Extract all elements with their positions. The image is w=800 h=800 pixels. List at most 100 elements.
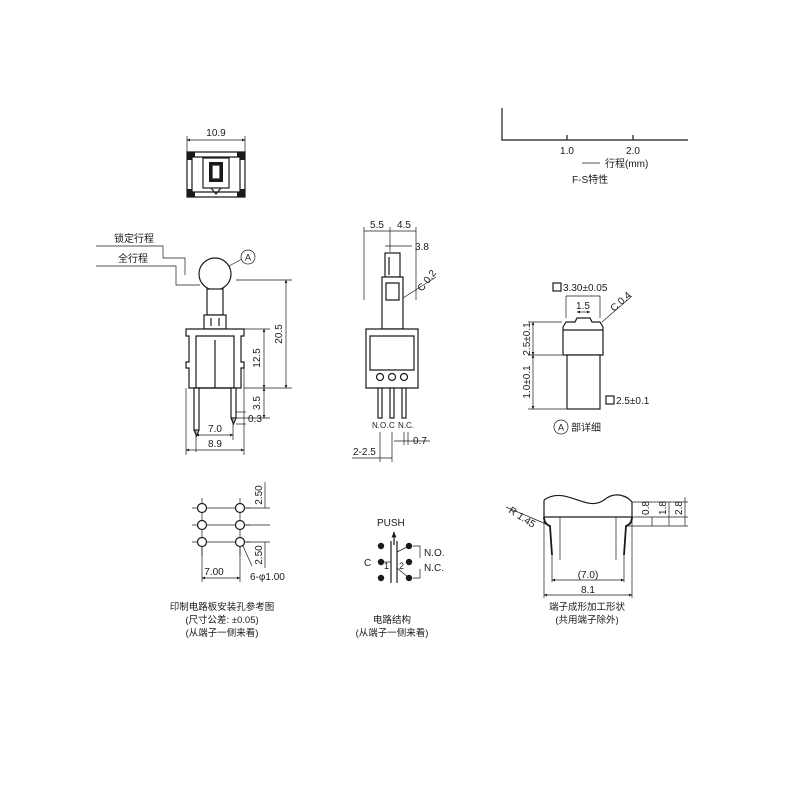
detail-a-letter: A xyxy=(558,423,564,433)
pcb-hole xyxy=(234,502,246,514)
label-full-stroke: 全行程 xyxy=(118,252,148,265)
button-cap xyxy=(198,257,232,291)
detail-a-leader xyxy=(228,258,243,267)
plunger-collar xyxy=(203,314,227,330)
detail-a-marker xyxy=(240,249,256,265)
pcb-hole xyxy=(234,536,246,548)
pin-label-nc: N.C. xyxy=(398,421,414,430)
top-view: 10.9 xyxy=(186,128,246,198)
side-terminal xyxy=(387,372,397,382)
dim-pin-spacing: 2-2.5 xyxy=(353,447,376,458)
front-pin-left xyxy=(193,387,200,431)
terminal-caption-1: 端子成形加工形状 xyxy=(549,601,626,613)
detail-caption: 部详细 xyxy=(571,421,601,434)
dim-top-width: 10.9 xyxy=(206,128,226,139)
graph-x-label: 行程(mm) xyxy=(605,157,648,170)
pcb-hole xyxy=(196,519,208,531)
pcb-hole xyxy=(234,519,246,531)
side-pin-nc xyxy=(401,387,407,419)
pin-tip xyxy=(230,417,237,426)
pin-label-no: N.O. xyxy=(372,421,388,430)
detail-height-upper: 2.5±0.1 xyxy=(522,322,533,356)
leader-lock xyxy=(96,245,186,275)
circuit-label-c: C xyxy=(364,558,371,569)
detail-height-lower: 1.0±0.1 xyxy=(522,365,533,399)
circuit-label-nc: N.C. xyxy=(424,563,444,574)
graph-tick-label-2: 2.0 xyxy=(626,146,640,157)
pcb-hole xyxy=(196,502,208,514)
terminal-outer-width: 8.1 xyxy=(581,585,595,596)
detail-square-bottom: 2.5±0.1 xyxy=(616,396,650,407)
pcb-caption-2: (尺寸公差: ±0.05) xyxy=(185,614,258,626)
hole-leader xyxy=(242,545,253,567)
terminal-right-lead xyxy=(623,516,633,556)
front-pin-right xyxy=(230,387,237,419)
side-stem xyxy=(381,276,404,330)
circuit-switch xyxy=(396,567,410,579)
square-symbol xyxy=(552,282,562,292)
pcb-hole-spec: 6-φ1.00 xyxy=(250,572,285,583)
chamfer-leader xyxy=(601,295,633,323)
terminal-h1: 0.8 xyxy=(641,501,652,515)
dim-pin-gap: 0.3 xyxy=(248,414,262,425)
top-corner xyxy=(237,189,245,197)
terminal-left-lead xyxy=(543,516,553,556)
dim-pin-pitch: 7.0 xyxy=(208,424,222,435)
circuit-pin-2: 2 xyxy=(399,561,404,571)
pcb-caption-3: (从端子一侧来看) xyxy=(186,627,259,639)
dim-side-top: 3.8 xyxy=(415,242,429,253)
top-actuator-core xyxy=(211,164,221,180)
circuit-terminal xyxy=(377,574,385,582)
pcb-pitch-bottom: 2.50 xyxy=(254,545,265,565)
no-leader xyxy=(413,545,421,558)
top-corner xyxy=(187,152,195,160)
pcb-width: 7.00 xyxy=(204,567,224,578)
terminal-form: R 1.45 0.8 1.8 2.8 (7.0) 8.1 端子成形加工形状 (共… xyxy=(505,494,688,626)
dim-total-height: 20.5 xyxy=(274,324,285,344)
square-symbol xyxy=(605,395,615,405)
side-body-inner xyxy=(369,335,415,371)
terminal-inner-width: (7.0) xyxy=(578,570,599,581)
graph-axes xyxy=(501,108,688,141)
detail-a-letter: A xyxy=(245,253,251,263)
dim-side-right: 4.5 xyxy=(397,220,411,231)
circuit-terminal xyxy=(377,542,385,550)
side-pin-c xyxy=(389,387,395,419)
dim-side-left: 5.5 xyxy=(370,220,384,231)
terminal-break-line xyxy=(543,494,633,505)
terminal-caption-2: (共用端子除外) xyxy=(555,614,618,626)
pcb-pitch-top: 2.50 xyxy=(254,485,265,505)
circuit-terminal xyxy=(405,558,413,566)
terminal-h3: 2.8 xyxy=(674,501,685,515)
plunger xyxy=(206,288,224,316)
top-indicator xyxy=(210,187,222,195)
leader-full xyxy=(96,265,200,286)
radius-leader xyxy=(505,506,547,525)
nc-leader xyxy=(413,569,421,579)
graph-caption: F-S特性 xyxy=(572,173,608,186)
circuit-caption-1: 电路结构 xyxy=(373,614,411,626)
terminal-h2: 1.8 xyxy=(658,501,669,515)
front-view: 锁定行程 全行程 A 20.5 12.5 3.5 0.3 xyxy=(96,232,292,455)
pin-label-c: C xyxy=(389,421,395,430)
detail-chamfer: C 0.4 xyxy=(609,290,634,314)
dim-body-width: 8.9 xyxy=(208,439,222,450)
dim-body-height: 12.5 xyxy=(252,348,263,368)
pcb-caption-1: 印制电路板安装孔参考图 xyxy=(170,601,275,613)
top-corner xyxy=(187,189,195,197)
graph-tick-label-1: 1.0 xyxy=(560,146,574,157)
pcb-hole xyxy=(196,536,208,548)
side-pin-no xyxy=(377,387,383,419)
detail-a-marker xyxy=(553,419,569,435)
side-terminal xyxy=(399,372,409,382)
circuit-diagram: PUSH C 1 2 N.O. N.C. 电路结构 (从端子一侧来看) xyxy=(356,518,445,639)
side-plunger xyxy=(384,252,401,278)
circuit-caption-2: (从端子一侧来看) xyxy=(356,627,429,639)
circuit-pin-1: 1 xyxy=(384,561,389,571)
circuit-label-no: N.O. xyxy=(424,548,445,559)
circuit-switch xyxy=(396,545,410,553)
stem-window xyxy=(385,282,400,301)
chamfer-leader xyxy=(402,276,437,299)
side-view: 5.5 4.5 3.8 C 0.2 N.O. C N.C. 0.7 2-2.5 xyxy=(352,220,439,462)
